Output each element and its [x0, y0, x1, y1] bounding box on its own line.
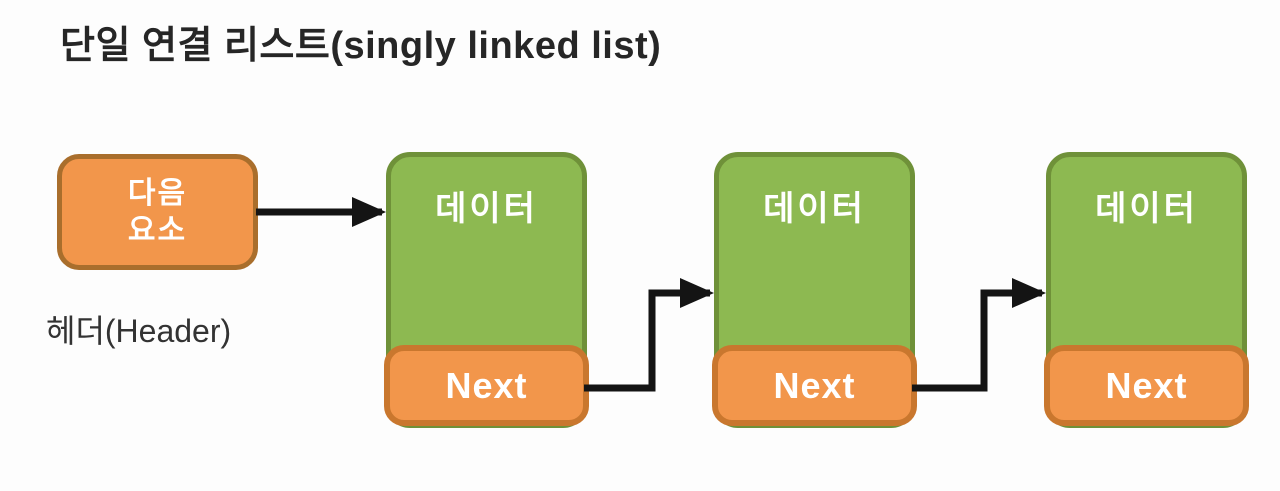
node1-data-label: 데이터	[435, 190, 538, 228]
arrow-node1-to-node2	[584, 278, 714, 392]
node3-data-label: 데이터	[1095, 190, 1198, 228]
list-node-3: 데이터 Next	[1044, 152, 1249, 428]
node2-data-label: 데이터	[763, 190, 866, 228]
header-node: 다음 요소	[57, 154, 258, 270]
header-node-label-line2: 요소	[127, 214, 188, 247]
list-node-2: 데이터 Next	[712, 152, 917, 428]
node2-next-field: Next	[712, 345, 917, 426]
node3-next-field: Next	[1044, 345, 1249, 426]
header-node-label-line1: 다음	[127, 177, 188, 210]
header-caption: 헤더(Header)	[46, 313, 232, 349]
diagram-title: 단일 연결 리스트(singly linked list)	[60, 25, 662, 67]
node1-next-field: Next	[384, 345, 589, 426]
arrow-node2-to-node3	[912, 278, 1046, 392]
list-node-1: 데이터 Next	[384, 152, 589, 428]
